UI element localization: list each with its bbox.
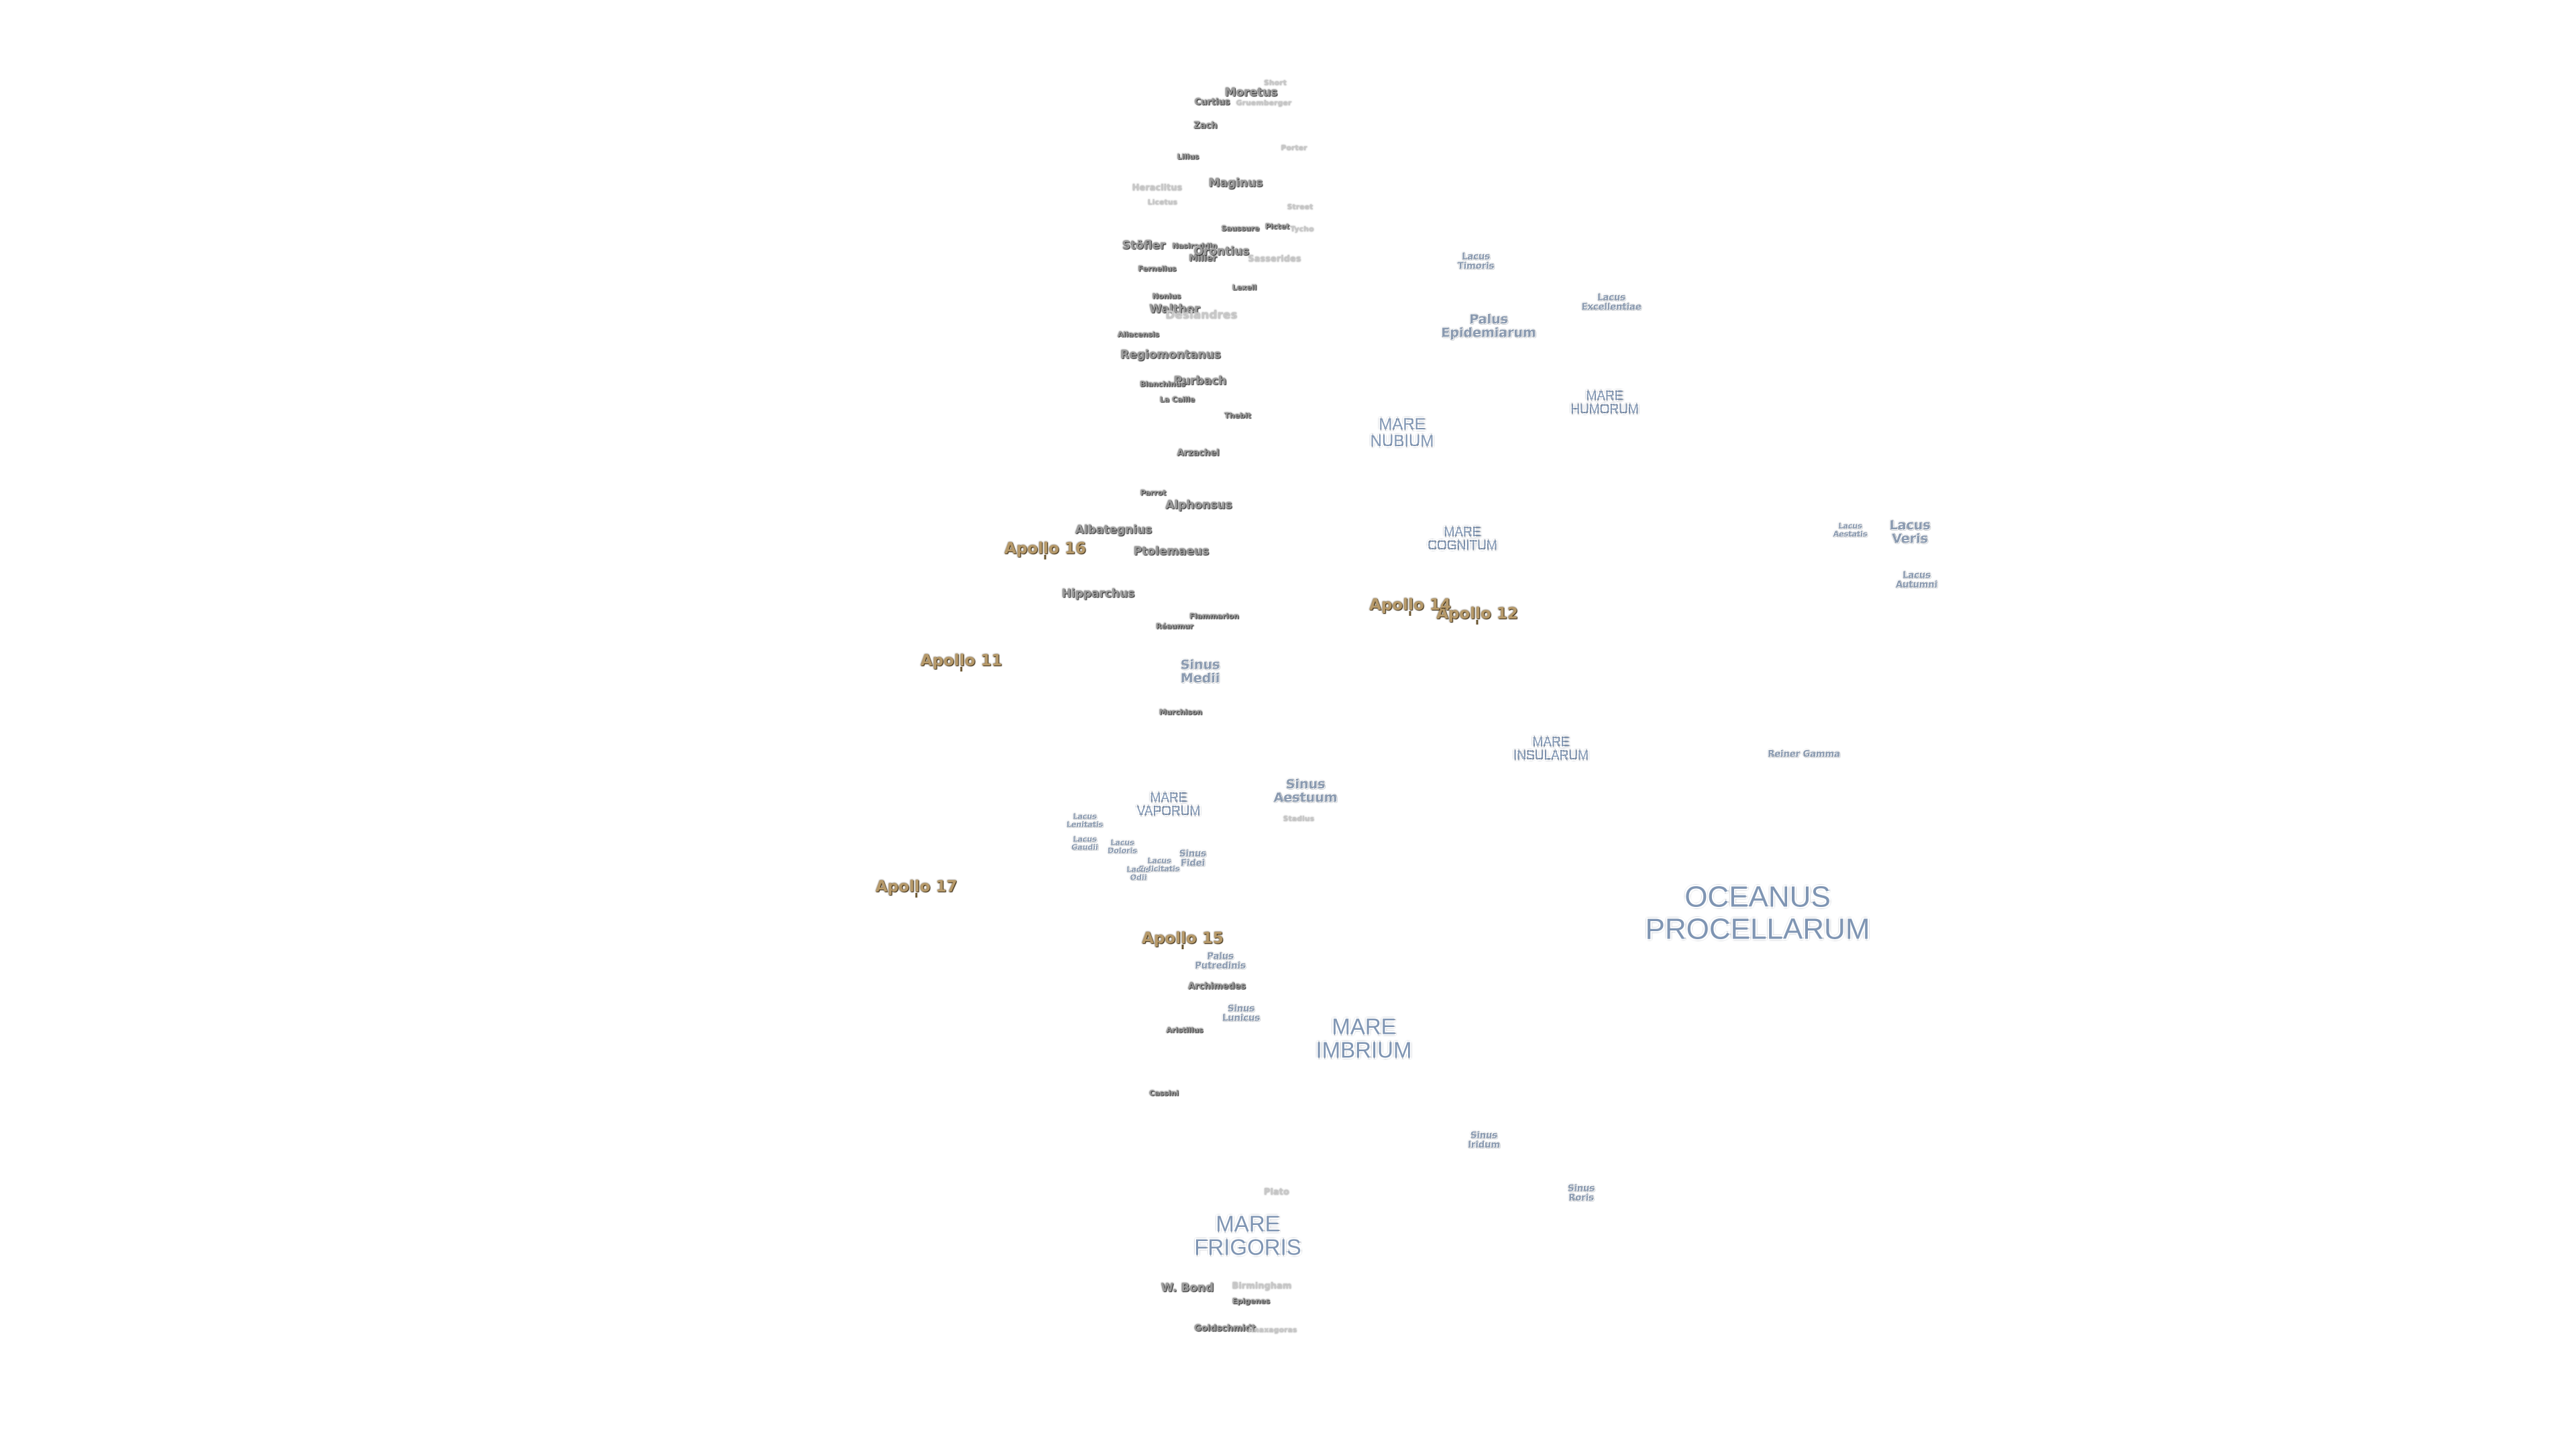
sinus-fidei-label[interactable]: Sinus Fidei [1179, 849, 1207, 868]
crater-orontius-label[interactable]: Orontius [1193, 245, 1250, 259]
sinus-iridum-label[interactable]: Sinus Iridum [1468, 1130, 1500, 1150]
crater-tycho-label[interactable]: Tycho [1290, 225, 1314, 234]
crater-archimedes-label[interactable]: Archimedes [1187, 981, 1246, 992]
crater-nonius-label[interactable]: Nonius [1152, 292, 1181, 301]
crater-murchison-label[interactable]: Murchison [1159, 708, 1203, 717]
crater-heraclitus-label[interactable]: Heraclitus [1132, 183, 1183, 194]
crater-regiomontanus-label[interactable]: Regiomontanus [1120, 348, 1221, 362]
mare-vaporum-label[interactable]: MARE VAPORUM [1136, 791, 1201, 818]
crater-deslandres-label[interactable]: Deslandres [1165, 309, 1238, 323]
lacus-timoris-label[interactable]: Lacus Timoris [1457, 252, 1495, 271]
crater-reaumur-label[interactable]: Réaumur [1156, 622, 1193, 631]
crater-sasserides-label[interactable]: Sasserides [1248, 254, 1301, 265]
crater-walther-label[interactable]: Walther [1149, 303, 1200, 317]
crater-lilius-label[interactable]: Lilius [1177, 152, 1199, 162]
mare-imbrium-label[interactable]: MARE IMBRIUM [1316, 1014, 1412, 1062]
apollo-16-marker [1044, 555, 1046, 559]
apollo-11-label[interactable]: Apollo 11 [920, 651, 1002, 669]
crater-curtius-label[interactable]: Curtius [1194, 97, 1230, 108]
crater-lexell-label[interactable]: Lexell [1232, 283, 1257, 292]
crater-w-bond-label[interactable]: W. Bond [1161, 1281, 1214, 1295]
crater-plato-label[interactable]: Plato [1264, 1187, 1289, 1198]
lacus-gaudii-label[interactable]: Lacus Gaudii [1071, 835, 1098, 851]
palus-putredinis-label[interactable]: Palus Putredinis [1195, 951, 1246, 971]
reiner-gamma-label[interactable]: Reiner Gamma [1768, 749, 1840, 760]
sinus-aestuum-label[interactable]: Sinus Aestuum [1273, 777, 1338, 805]
crater-purbach-label[interactable]: Purbach [1173, 374, 1227, 388]
sinus-lunicus-label[interactable]: Sinus Lunicus [1222, 1004, 1260, 1023]
crater-blanchinus-label[interactable]: Blanchinus [1140, 380, 1185, 389]
lacus-doloris-label[interactable]: Lacus Doloris [1108, 838, 1137, 855]
crater-zach-label[interactable]: Zach [1193, 121, 1218, 131]
mare-frigoris-label[interactable]: MARE FRIGORIS [1194, 1211, 1301, 1259]
lacus-veris-label[interactable]: Lacus Veris [1889, 518, 1931, 546]
apollo-15-marker [1181, 945, 1184, 949]
crater-stofler-label[interactable]: Stöfler [1122, 239, 1166, 253]
crater-goldschmidt-label[interactable]: Goldschmidt [1194, 1324, 1256, 1334]
lacus-felicitatis-label[interactable]: Lacus Felicitatis [1138, 856, 1180, 873]
crater-street-label[interactable]: Street [1287, 203, 1313, 212]
crater-moretus-label[interactable]: Moretus [1224, 86, 1278, 100]
apollo-12-label[interactable]: Apollo 12 [1436, 604, 1518, 623]
lacus-aestatis-label[interactable]: Lacus Aestatis [1833, 521, 1868, 538]
crater-albategnius-label[interactable]: Albategnius [1075, 523, 1152, 537]
crater-fernelius-label[interactable]: Fernelius [1138, 264, 1177, 274]
crater-pictet-label[interactable]: Pictet [1265, 222, 1290, 231]
lacus-autumni-label[interactable]: Lacus Autumni [1895, 570, 1938, 590]
crater-miller-label[interactable]: Miller [1189, 254, 1217, 264]
crater-alphonsus-label[interactable]: Alphonsus [1165, 498, 1232, 513]
mare-insularum-label[interactable]: MARE INSULARUM [1513, 735, 1589, 763]
apollo-16-label[interactable]: Apollo 16 [1004, 539, 1086, 557]
apollo-14-label[interactable]: Apollo 14 [1369, 596, 1451, 614]
crater-la-caille-label[interactable]: La Caille [1159, 395, 1195, 405]
mare-humorum-label[interactable]: MARE HUMORUM [1570, 389, 1639, 417]
crater-thebit-label[interactable]: Thebit [1224, 411, 1251, 421]
lacus-lenitatis-label[interactable]: Lacus Lenitatis [1066, 812, 1104, 828]
lacus-odii-label[interactable]: Lacus Odii [1126, 865, 1150, 881]
crater-porter-label[interactable]: Porter [1281, 144, 1307, 153]
crater-nasireddin-label[interactable]: Nasireddin [1172, 241, 1218, 251]
crater-cassini-label[interactable]: Cassini [1149, 1089, 1179, 1098]
apollo-14-marker [1409, 611, 1411, 616]
crater-birmingham-label[interactable]: Birmingham [1232, 1281, 1292, 1292]
apollo-12-marker [1476, 620, 1479, 625]
crater-parrot-label[interactable]: Parrot [1140, 488, 1167, 498]
apollo-11-marker [960, 667, 963, 672]
crater-hipparchus-label[interactable]: Hipparchus [1061, 587, 1135, 601]
lacus-excellentiae-label[interactable]: Lacus Excellentiae [1581, 292, 1642, 312]
apollo-17-marker [915, 893, 918, 898]
crater-anaxagoras-label[interactable]: Anaxagoras [1248, 1326, 1297, 1335]
crater-flammarion-label[interactable]: Flammarion [1189, 612, 1239, 621]
oceanus-procellarum-label[interactable]: OCEANUS PROCELLARUM [1645, 880, 1870, 946]
sinus-roris-label[interactable]: Sinus Roris [1567, 1183, 1595, 1203]
crater-saussure-label[interactable]: Saussure [1221, 224, 1260, 233]
sinus-medii-label[interactable]: Sinus Medii [1180, 657, 1220, 686]
crater-aristillus-label[interactable]: Aristillus [1166, 1026, 1203, 1035]
crater-short-label[interactable]: Short [1264, 78, 1287, 88]
apollo-15-label[interactable]: Apollo 15 [1142, 929, 1224, 947]
crater-arzachel-label[interactable]: Arzachel [1177, 448, 1220, 459]
crater-ptolemaeus-label[interactable]: Ptolemaeus [1133, 545, 1210, 559]
crater-maginus-label[interactable]: Maginus [1208, 176, 1263, 191]
apollo-17-label[interactable]: Apollo 17 [875, 877, 957, 896]
crater-aliacensis-label[interactable]: Aliacensis [1117, 330, 1160, 339]
crater-licetus-label[interactable]: Licetus [1147, 198, 1178, 207]
crater-stadius-label[interactable]: Stadius [1283, 814, 1315, 824]
mare-cognitum-label[interactable]: MARE COGNITUM [1428, 525, 1497, 553]
mare-nubium-label[interactable]: MARE NUBIUM [1370, 415, 1434, 450]
palus-epidemiarum-label[interactable]: Palus Epidemiarum [1441, 312, 1536, 340]
crater-epigenes-label[interactable]: Epigenes [1232, 1297, 1271, 1306]
crater-gruemberger-label[interactable]: Gruemberger [1236, 99, 1292, 108]
